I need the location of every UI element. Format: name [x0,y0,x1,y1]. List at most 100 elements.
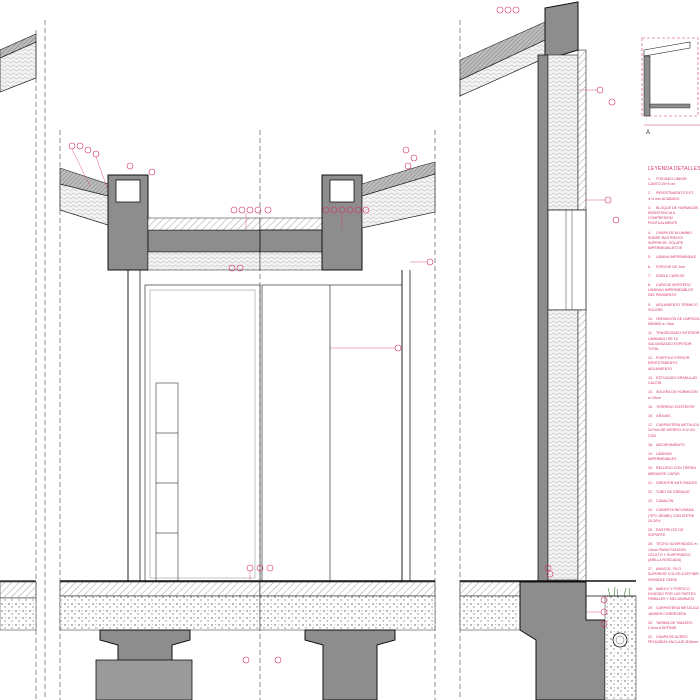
legend-item-number: 26. [648,542,653,547]
legend-item-text: TARIMA DE TABLERO 0.5cm A DEFINIR [648,620,693,630]
legend-item-number: 16. [648,413,653,418]
legend-item-number: 9. [648,302,651,307]
legend-item: 13.ESTUCADO GRANULAR CALCÍN [648,376,700,386]
legend-item-number: 1. [648,177,651,181]
legend-item-text: LÁMINA IMPERMEABLE [656,255,697,260]
legend-item-text: CANALÓN [656,499,674,504]
legend-item-text: REVESTIMIENTO EXT. 4+4 mm ACABADO [648,191,694,201]
legend-item-number: 11. [648,331,653,336]
legend-item-number: 22. [648,489,653,494]
legend-title: LEYENDA DETALLES [648,166,700,172]
legend-item: 11.TRASDOSADO INTERIOR LAMINADO DE 15 GA… [648,331,700,352]
legend-item: 8.CAPA DE MORTERO LÁMINAS IMPERMEABLES D… [648,283,700,299]
legend-item-number: 29. [648,606,653,611]
legend-item: 26.TECHO SUSPENDIDO e= 13mm PARA FIJACIÓ… [648,542,700,563]
legend-item-text: PORCHE DE 2cm [656,264,686,269]
legend-item: 10.HORMIGÓN DE LIMPIEZA MÍNIMO e= 5cm [648,317,700,327]
legend-item: 3.BLOQUE DE HORMIGÓN RESISTENCIA A COMPR… [648,206,700,227]
legend-item-number: 19. [648,451,653,456]
legend-item-number: 6. [648,264,651,269]
legend-item-text: PUERTA EXTERIOR REVESTIMIENTO AISLAMIENT… [648,356,690,371]
legend-item-text: HORMIGÓN DE LIMPIEZA MÍNIMO e= 5cm [648,317,700,327]
legend-item-number: 27. [648,567,653,572]
legend-item-number: 21. [648,480,653,485]
legend-item-number: 23. [648,499,653,504]
legend-item-text: ANCHEAMIENTO [656,442,685,447]
legend-item-text: TECHO SUSPENDIDO e= 13mm PARA FIJACIÓN O… [648,542,699,562]
legend-item: 19.LÁMINAS IMPERMEABLES [648,452,700,462]
legend-item: 1.FORJADO UNIDIR. CANTO 25+5 cm [648,177,700,187]
legend-item-number: 14. [648,390,653,395]
legend-item: 23.CANALÓN [648,499,700,504]
legend-item-text: TUBO DE DRENAJE [656,489,690,494]
legend-item-text: LÁMINAS IMPERMEABLES [648,451,677,462]
legend-item-text: AMECO Y PORTICO DIVIDIDO POR LAS PARTES … [648,586,696,602]
legend-item-text: CARPINTERÍA METÁLICA 2x7mm DE HIERRO 4+4… [648,423,699,438]
legend-item-number: 8. [648,283,651,288]
details-legend: LEYENDA DETALLES 1.FORJADO UNIDIR. CANTO… [648,166,700,700]
key-plan-label: A [646,130,650,136]
legend-item-number: 20. [648,466,653,471]
legend-item-text: RELLENO CON TIERRA MEDIANTE CAPAS [648,466,696,476]
legend-item: 25.RASTRELES DE SOPORTE [648,528,700,538]
legend-item-number: 7. [648,273,651,278]
legend-item: 22.TUBO DE DRENAJE [648,490,700,495]
legend-item-text: TERRENO EXISTENTE [656,404,695,409]
legend-item-number: 30. [648,620,653,625]
legend-item-number: 18. [648,442,653,447]
legend-item: 24.CUBIERTA INCLINADA (TIPO ÁRABE) CON E… [648,508,700,524]
section-panel-facade [459,1,637,700]
legend-item-number: 31. [648,635,653,640]
legend-item-number: 10. [648,317,653,322]
legend-item-number: 25. [648,527,653,532]
callout-markers [68,6,620,664]
legend-item: 27.AMACOL. FILO SUPERIOR COLOR A DEFINIR… [648,567,700,583]
legend-item-number: 17. [648,423,653,428]
legend-item-number: 28. [648,586,653,591]
legend-item-number: 13. [648,375,653,380]
legend-item-text: FORJADO UNIDIR. CANTO 25+5 cm [648,177,688,187]
legend-item-text: AISLAMIENTO TÉRMICO SOLERA [648,302,698,312]
legend-item-text: CHAPA DE ACERO PELDAÑOS ANCLAJE Ø18mm [648,635,699,645]
legend-item: 16.GRAVAS. [648,414,700,419]
legend-item: 7. DOBLE CAPA DE [648,274,700,279]
section-panel-interior-left [44,20,261,700]
legend-item: 18.ANCHEAMIENTO [648,443,700,448]
legend-item-number: 2. [648,191,651,196]
section-panel-left-edge [0,30,37,700]
legend-item-text: CAPA DE MORTERO LÁMINAS IMPERMEABLES DEL… [648,283,694,298]
legend-item-text: CUBIERTA INCLINADA (TIPO ÁRABE) CON ENTR… [648,508,695,523]
legend-item: 20.RELLENO CON TIERRA MEDIANTE CAPAS [648,466,700,476]
legend-item: 9.AISLAMIENTO TÉRMICO SOLERA [648,303,700,313]
legend-item: 2.REVESTIMIENTO EXT. 4+4 mm ACABADO [648,191,700,201]
legend-item-number: 15. [648,404,653,409]
legend-item-text: CARPINTERÍA METÁLICA JANSEN CORREDERA [648,606,699,616]
legend-item-text: AMACOL. FILO SUPERIOR COLOR A DEFINIR IN… [648,567,699,582]
legend-item: 30.TARIMA DE TABLERO 0.5cm A DEFINIR [648,621,700,631]
legend-item: 31.CHAPA DE ACERO PELDAÑOS ANCLAJE Ø18mm [648,635,700,645]
legend-item: 17.CARPINTERÍA METÁLICA 2x7mm DE HIERRO … [648,423,700,439]
legend-item: 15.TERRENO EXISTENTE [648,405,700,410]
legend-item-text: DRENTER ANTI-RAÍCES [656,480,697,485]
legend-item-text: SOLERA DE HORMIGÓN e=10cm [648,390,698,400]
legend-item-text: BLOQUE DE HORMIGÓN RESISTENCIA A COMPRES… [648,205,699,226]
legend-item: 4.CHAPA DE ALUMINIO SOBRE RASTRELES SUPE… [648,231,700,252]
legend-item-text: CHAPA DE ALUMINIO SOBRE RASTRELES SUPERI… [648,230,693,251]
legend-item-number: 4. [648,230,651,235]
legend-item-text: GRAVAS. [656,413,672,418]
legend-item-text: ESTUCADO GRANULAR CALCÍN [648,375,697,386]
legend-item: 5. LÁMINA IMPERMEABLE [648,255,700,260]
key-plan-thumbnail: A [641,37,700,136]
legend-item: 14.SOLERA DE HORMIGÓN e=10cm [648,390,700,400]
legend-item: 6. PORCHE DE 2cm [648,265,700,270]
legend-list: 1.FORJADO UNIDIR. CANTO 25+5 cm 2.REVESTI… [648,177,700,646]
legend-item: 12.PUERTA EXTERIOR REVESTIMIENTO AISLAMI… [648,356,700,372]
legend-item-text: TRASDOSADO INTERIOR LAMINADO DE 15 GALVA… [648,331,700,352]
legend-item: 29.CARPINTERÍA METÁLICA JANSEN CORREDERA [648,606,700,616]
legend-item-number: 5. [648,255,651,260]
callout-leaders [71,89,605,613]
section-panel-interior-right [259,130,436,700]
legend-item-number: 24. [648,508,653,513]
legend-item-text: DOBLE CAPA DE [656,273,685,278]
